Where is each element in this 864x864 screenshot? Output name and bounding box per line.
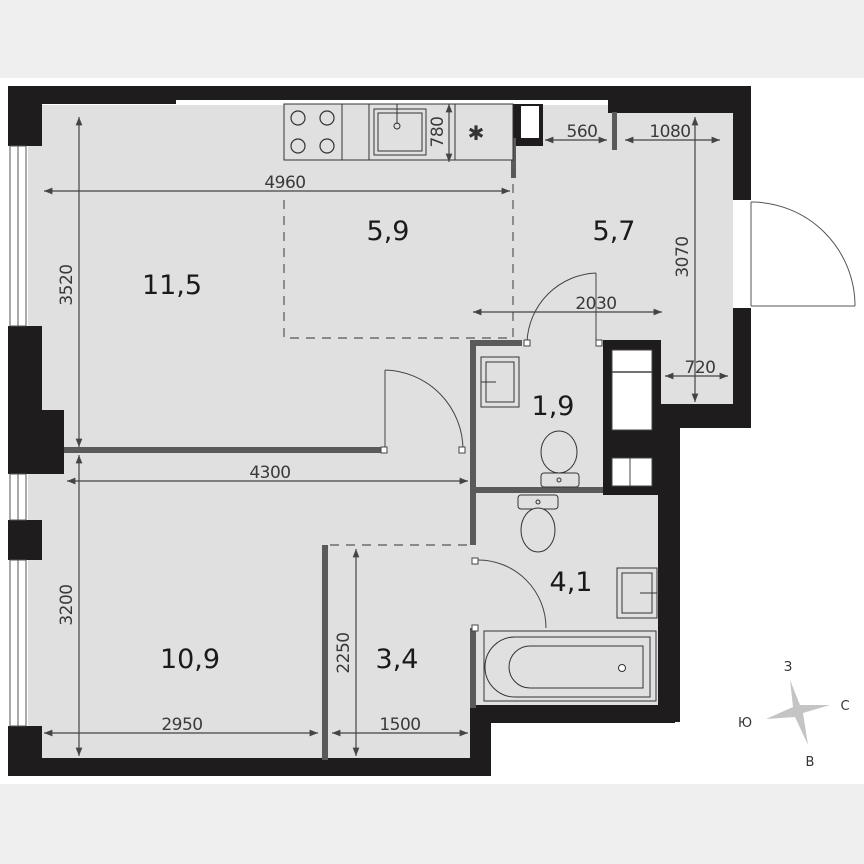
room-area-hallway[interactable]: 5,7 (593, 216, 636, 247)
sink-icon (373, 104, 427, 156)
wall-left-2b (42, 410, 64, 474)
dim-hall-bottom: 720 (685, 358, 716, 378)
partition-living-bedroom (64, 447, 384, 453)
bath-sink-icon (616, 567, 658, 619)
dim-wardrobe-height: 2250 (334, 632, 354, 673)
toilet-icon (540, 430, 580, 488)
compass-west: З (784, 660, 792, 675)
compass-east: В (806, 755, 815, 770)
room-area-kitchen[interactable]: 5,9 (367, 216, 410, 247)
partition-toilet-top-left (470, 340, 522, 346)
wall-left-3 (8, 520, 42, 560)
door-toilet[interactable] (523, 272, 603, 347)
wall-top-mid (176, 86, 608, 100)
room-area-bathroom[interactable]: 4,1 (550, 567, 593, 598)
entry-door[interactable] (733, 200, 856, 308)
partition-toilet-bath (476, 487, 606, 493)
partition-wardrobe (322, 545, 328, 760)
bath-toilet-icon (517, 494, 559, 553)
room-area-living[interactable]: 11,5 (142, 270, 202, 301)
bathtub-icon (483, 630, 657, 702)
dim-kitchen-depth: 780 (428, 117, 448, 148)
stove-icon (290, 110, 335, 154)
closet-block (603, 340, 661, 495)
floor-areas (28, 105, 735, 760)
compass-south: Ю (738, 716, 752, 731)
dim-hall-height: 3070 (673, 236, 693, 277)
dim-hall-top: 1080 (649, 122, 690, 142)
room-area-bedroom[interactable]: 10,9 (160, 644, 220, 675)
wall-bath-bottom (470, 705, 675, 723)
toilet-sink-icon (480, 356, 520, 408)
fridge-icon: ✱ (468, 121, 485, 145)
wall-right-top (733, 86, 751, 200)
partition-bath-left (470, 628, 476, 708)
compass: З С Ю В (738, 660, 850, 770)
room-area-toilet[interactable]: 1,9 (532, 391, 575, 422)
dim-bedroom-width: 2950 (161, 715, 202, 735)
dim-hall-niche: 560 (567, 122, 598, 142)
wall-bottom (8, 758, 491, 776)
partition-hall-niche-r (612, 112, 617, 150)
room-area-wardrobe[interactable]: 3,4 (376, 644, 419, 675)
compass-star-icon (766, 680, 830, 745)
dim-living-width: 4960 (264, 173, 305, 193)
wall-right-mid (733, 308, 751, 404)
wall-top-right (608, 86, 751, 113)
wall-left-2 (8, 326, 42, 474)
door-bathroom[interactable] (471, 557, 547, 632)
dim-bedroom-height: 3200 (57, 584, 77, 625)
dim-wardrobe-width: 1500 (379, 715, 420, 735)
wall-bath-right (658, 404, 680, 722)
living-floor (28, 105, 513, 450)
compass-north: С (840, 699, 849, 714)
door-bedroom[interactable] (380, 369, 466, 454)
dim-living-height: 3520 (57, 264, 77, 305)
dim-hall-width: 2030 (575, 294, 616, 314)
partition-toilet-left (470, 340, 476, 545)
dimension-lines (44, 104, 728, 756)
exterior-walls (8, 86, 751, 776)
shaft (521, 106, 539, 138)
dim-corridor-width: 4300 (249, 463, 290, 483)
wall-left-1 (8, 86, 42, 146)
doors (380, 272, 603, 632)
wall-top-left (8, 86, 176, 104)
kitchen-zone (283, 165, 514, 339)
